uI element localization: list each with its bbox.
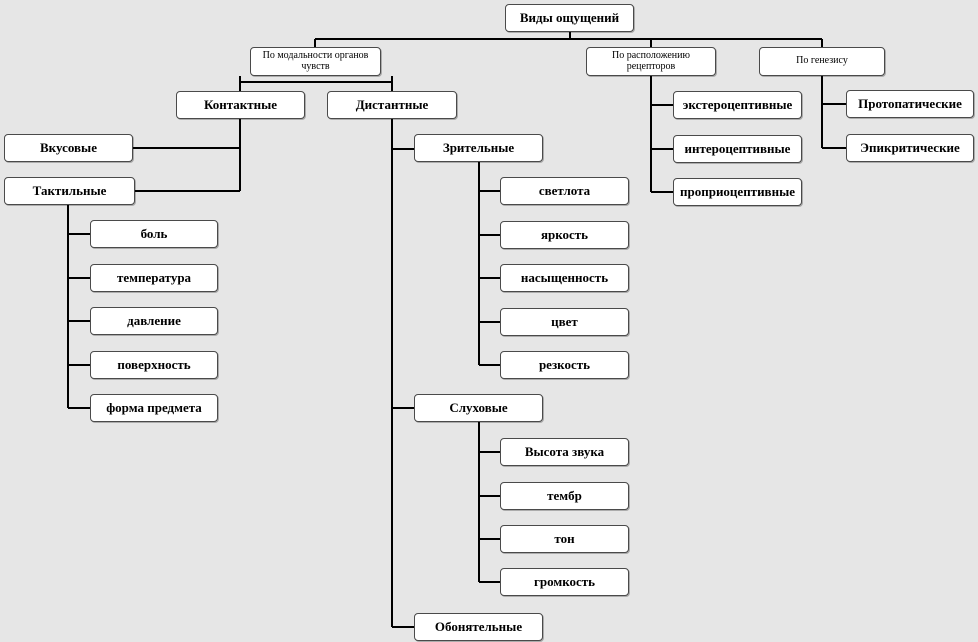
tactile-item: боль <box>90 220 218 248</box>
auditory-item: Высота звука <box>500 438 629 466</box>
auditory-item: тон <box>500 525 629 553</box>
category-receptor: По расположению рецепторов <box>586 47 716 76</box>
tactile-item: форма предмета <box>90 394 218 422</box>
node-visual: Зрительные <box>414 134 543 162</box>
visual-item: цвет <box>500 308 629 336</box>
tactile-item: давление <box>90 307 218 335</box>
auditory-item: тембр <box>500 482 629 510</box>
auditory-item: громкость <box>500 568 629 596</box>
root-node: Виды ощущений <box>505 4 634 32</box>
tactile-item: температура <box>90 264 218 292</box>
node-contact: Контактные <box>176 91 305 119</box>
genesis-item: Протопатические <box>846 90 974 118</box>
tactile-item: поверхность <box>90 351 218 379</box>
receptor-item: проприоцептивные <box>673 178 802 206</box>
node-taste: Вкусовые <box>4 134 133 162</box>
receptor-item: интероцептивные <box>673 135 802 163</box>
visual-item: насыщенность <box>500 264 629 292</box>
category-modality: По модальности органов чувств <box>250 47 381 76</box>
visual-item: яркость <box>500 221 629 249</box>
node-auditory: Слуховые <box>414 394 543 422</box>
node-tactile: Тактильные <box>4 177 135 205</box>
receptor-item: экстероцептивные <box>673 91 802 119</box>
genesis-item: Эпикритические <box>846 134 974 162</box>
visual-item: резкость <box>500 351 629 379</box>
node-distant: Дистантные <box>327 91 457 119</box>
visual-item: светлота <box>500 177 629 205</box>
node-olfactory: Обонятельные <box>414 613 543 641</box>
category-genesis: По генезису <box>759 47 885 76</box>
